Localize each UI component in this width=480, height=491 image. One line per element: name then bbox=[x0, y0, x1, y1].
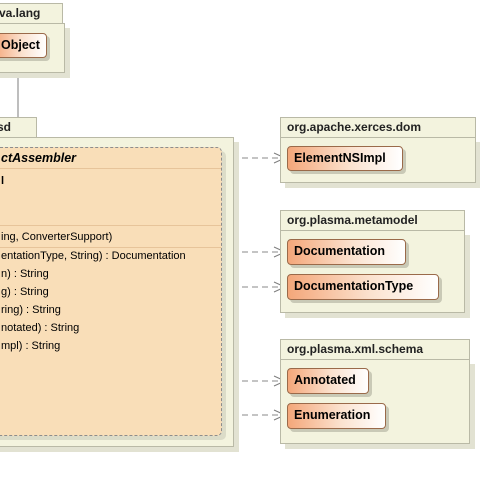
operation: notated) : String bbox=[1, 322, 80, 334]
class-documentationtype[interactable]: DocumentationType bbox=[287, 274, 439, 300]
class-name: DocumentationType bbox=[294, 279, 414, 293]
class-enumeration[interactable]: Enumeration bbox=[287, 403, 386, 429]
constructor: ing, ConverterSupport) bbox=[1, 231, 113, 243]
class-elementnsimpl[interactable]: ElementNSImpl bbox=[287, 146, 403, 171]
class-name: Enumeration bbox=[294, 408, 371, 422]
class-name: ctAssembler bbox=[1, 151, 77, 165]
package-name: va.lang bbox=[0, 6, 41, 20]
package-name: org.apache.xerces.dom bbox=[287, 120, 422, 134]
operations-separator bbox=[0, 247, 221, 248]
class-annotated[interactable]: Annotated bbox=[287, 368, 369, 394]
package-tab: org.plasma.xml.schema bbox=[280, 339, 470, 359]
package-name: org.plasma.metamodel bbox=[287, 213, 418, 227]
operation: entationType, String) : Documentation bbox=[1, 250, 186, 262]
operation: mpl) : String bbox=[1, 340, 61, 352]
attributes-separator bbox=[0, 225, 221, 226]
package-tab: org.apache.xerces.dom bbox=[280, 117, 476, 137]
package-name: org.plasma.xml.schema bbox=[287, 342, 424, 356]
package-tab: va.lang bbox=[0, 3, 63, 23]
package-tab: org.plasma.metamodel bbox=[280, 210, 465, 230]
class-name: Documentation bbox=[294, 244, 385, 258]
package-name: sd bbox=[0, 120, 12, 134]
title-separator bbox=[0, 168, 221, 169]
operation: n) : String bbox=[1, 268, 49, 280]
class-assembler[interactable]: ctAssembler l ing, ConverterSupport) ent… bbox=[0, 147, 222, 436]
class-name: Annotated bbox=[294, 373, 356, 387]
class-name: Object bbox=[1, 38, 40, 52]
class-documentation[interactable]: Documentation bbox=[287, 239, 406, 265]
attribute-fragment: l bbox=[1, 175, 5, 187]
class-object[interactable]: Object bbox=[0, 33, 47, 58]
operation: ring) : String bbox=[1, 304, 61, 316]
class-name: ElementNSImpl bbox=[294, 151, 386, 165]
package-tab: sd bbox=[0, 117, 37, 137]
operation: g) : String bbox=[1, 286, 49, 298]
